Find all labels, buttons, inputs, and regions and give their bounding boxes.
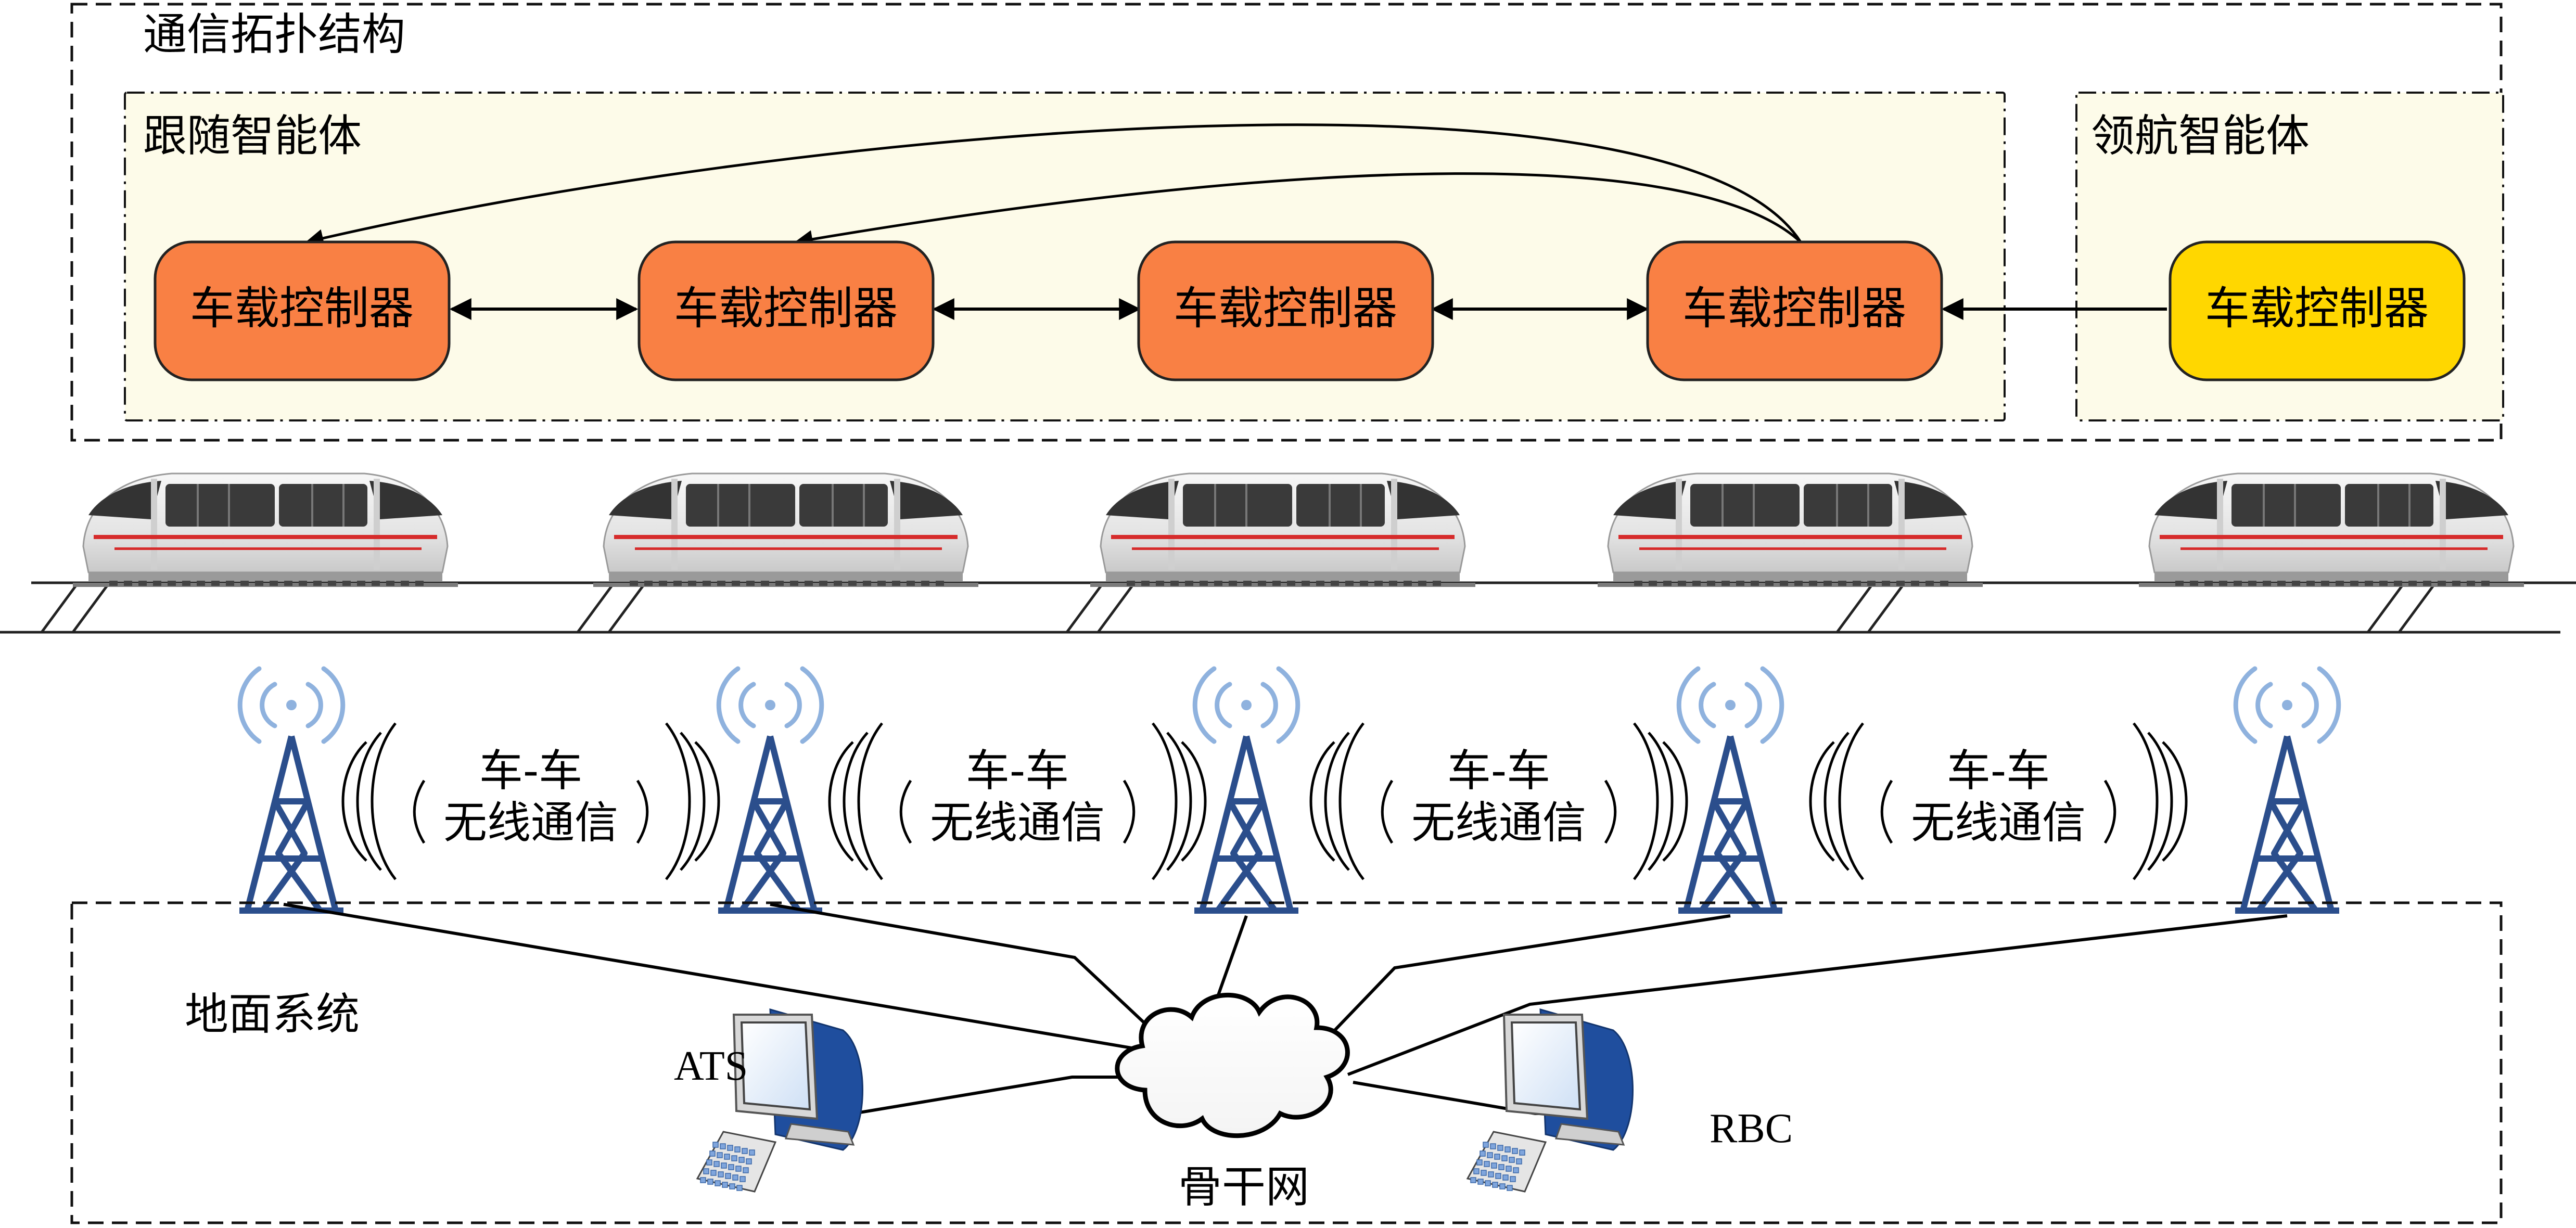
tower-2: [716, 666, 824, 914]
controller-label-4: 车载控制器: [1682, 283, 1906, 335]
wireless-link-2: 车-车 无线通信: [828, 722, 1207, 880]
tower-1: [237, 666, 346, 914]
track-section: [0, 472, 2576, 634]
ats-label: ATS: [674, 1043, 748, 1089]
wireless-section: 车-车 无线通信 车-车 无线通信 车-车 无线通信 车-车 无线通信: [237, 666, 2341, 914]
controller-box-leader: 车载控制器: [2169, 240, 2466, 381]
wireless-link-label-1b: 无线通信: [443, 797, 618, 848]
tower-4: [1676, 666, 1784, 914]
wireless-link-4: 车-车 无线通信: [1809, 722, 2188, 880]
ats-computer: [696, 1008, 863, 1193]
tower-5: [2233, 666, 2341, 914]
rbc-computer: [1466, 1008, 1634, 1193]
backbone-label: 骨干网: [1178, 1161, 1309, 1212]
train-5: [2139, 472, 2524, 587]
ground-title: 地面系统: [185, 989, 360, 1040]
follower-group-label: 跟随智能体: [143, 110, 362, 161]
curved-arrow-to-controller-2: [794, 172, 1802, 248]
wireless-link-label-3b: 无线通信: [1411, 797, 1586, 848]
controller-label-3: 车载控制器: [1174, 283, 1397, 335]
controller-label-1: 车载控制器: [190, 283, 414, 335]
track-ties: [40, 582, 2437, 633]
controller-box-3: 车载控制器: [1137, 240, 1434, 381]
controller-box-4: 车载控制器: [1646, 240, 1943, 381]
train-1: [73, 472, 458, 587]
rbc-label: RBC: [1710, 1106, 1793, 1152]
wireless-link-label-2b: 无线通信: [930, 797, 1105, 848]
wireless-link-label-2a: 车-车: [966, 745, 1069, 796]
leader-group-label: 领航智能体: [2091, 110, 2310, 161]
train-4: [1598, 472, 1983, 587]
wireless-link-label-4b: 无线通信: [1911, 797, 2086, 848]
controller-box-1: 车载控制器: [154, 240, 451, 381]
curved-arrow-to-controller-1: [305, 123, 1802, 247]
backbone-cloud: [1115, 992, 1350, 1139]
controller-box-2: 车载控制器: [637, 240, 935, 381]
wireless-link-3: 车-车 无线通信: [1309, 722, 1688, 880]
wireless-link-1: 车-车 无线通信: [341, 722, 720, 880]
ground-section: 地面系统 骨干网 ATS RBC: [70, 901, 2503, 1224]
tower-3: [1192, 666, 1300, 914]
wireless-link-label-4a: 车-车: [1947, 745, 2050, 796]
wireless-link-label-3a: 车-车: [1447, 745, 1550, 796]
wireless-link-label-1a: 车-车: [479, 745, 582, 796]
controller-label-2: 车载控制器: [674, 283, 898, 335]
topology-title: 通信拓扑结构: [143, 9, 405, 60]
train-3: [1090, 472, 1475, 587]
ground-frame: [70, 901, 2503, 1224]
controller-label-leader: 车载控制器: [2205, 283, 2429, 335]
topology-section: 通信拓扑结构 跟随智能体 领航智能体 车载控制器 车载控制器 车载控制器: [70, 3, 2504, 442]
train-2: [593, 472, 978, 587]
